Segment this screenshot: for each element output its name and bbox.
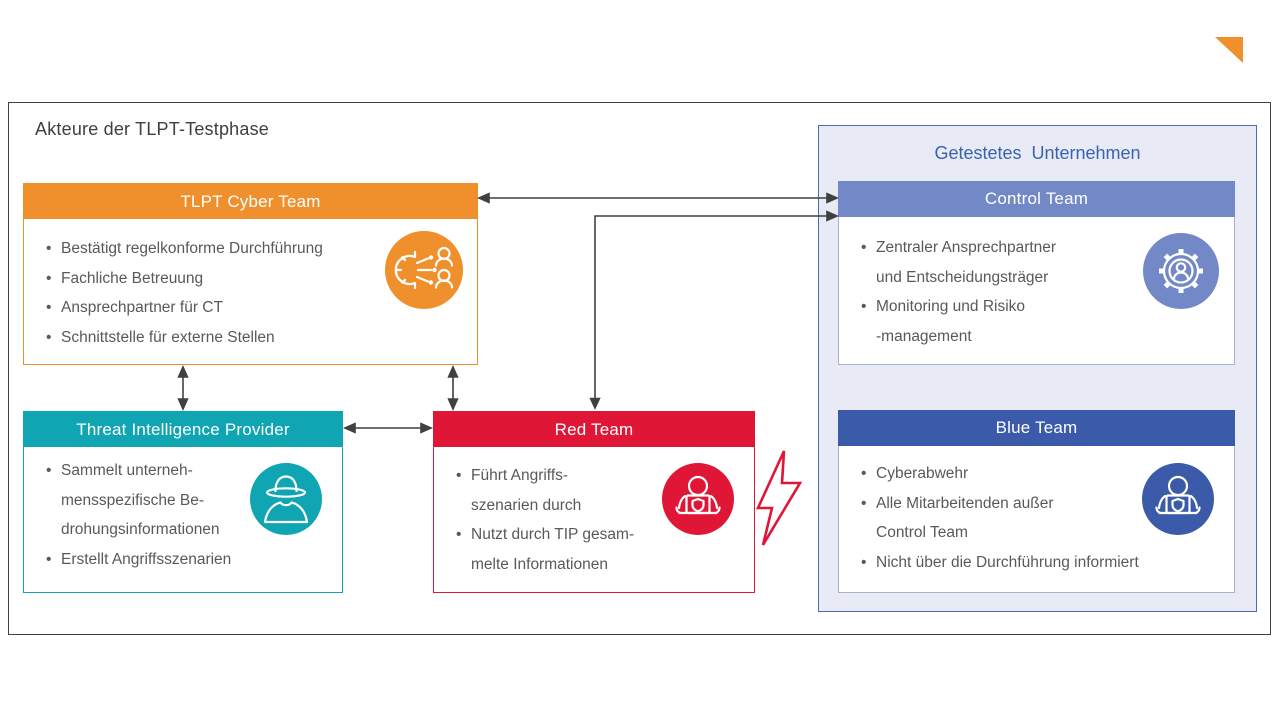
threat-intelligence-provider-body: Sammelt unterneh- mensspezifische Be- dr… bbox=[24, 447, 342, 574]
bullet-item: Alle Mitarbeitenden außer Control Team bbox=[859, 489, 1228, 548]
tlpt-cyber-team-header: TLPT Cyber Team bbox=[24, 184, 477, 219]
slide-title: Akteure der TLPT-Testphase bbox=[35, 119, 269, 139]
bullet-item: Erstellt Angriffsszenarien bbox=[44, 545, 336, 575]
control-team-bullets: Zentraler Ansprechpartner und Entscheidu… bbox=[839, 217, 1234, 351]
bullet-item: Sammelt unterneh- mensspezifische Be- dr… bbox=[44, 456, 336, 545]
blue-team-header: Blue Team bbox=[838, 410, 1235, 446]
orange-triangle-logo bbox=[1215, 37, 1243, 64]
control-team-header: Control Team bbox=[838, 181, 1235, 217]
bullet-item: Ansprechpartner für CT bbox=[44, 293, 471, 323]
blue-team-body: Cyberabwehr Alle Mitarbeitenden außer Co… bbox=[838, 446, 1235, 593]
red-team-header: Red Team bbox=[434, 412, 754, 447]
bullet-item: Monitoring und Risiko -management bbox=[859, 292, 1228, 351]
defender-laptop-shield-icon bbox=[1142, 463, 1214, 535]
bullet-item: Führt Angriffs- szenarien durch bbox=[454, 461, 748, 520]
blue-team-box: Blue Team Cyberabwehr Alle Mitarbeitende… bbox=[838, 410, 1235, 593]
red-team-body: Führt Angriffs- szenarien durch Nutzt du… bbox=[434, 447, 754, 579]
gear-person-icon bbox=[1143, 233, 1219, 309]
threat-intelligence-provider-bullets: Sammelt unterneh- mensspezifische Be- dr… bbox=[24, 447, 342, 574]
spy-hat-icon bbox=[250, 463, 322, 535]
bullet-item: Cyberabwehr bbox=[859, 459, 1228, 489]
threat-intelligence-provider-header: Threat Intelligence Provider bbox=[24, 412, 342, 447]
gear-network-people-icon bbox=[385, 231, 463, 309]
bullet-item: Fachliche Betreuung bbox=[44, 264, 471, 294]
tlpt-cyber-team-body: Bestätigt regelkonforme Durchführung Fac… bbox=[24, 219, 477, 352]
tested-company-title: Getestetes Unternehmen bbox=[934, 142, 1141, 163]
blue-team-bullets: Cyberabwehr Alle Mitarbeitenden außer Co… bbox=[839, 446, 1234, 577]
bullet-item: Nicht über die Durchführung informiert bbox=[859, 548, 1228, 578]
bullet-item: Zentraler Ansprechpartner und Entscheidu… bbox=[859, 233, 1228, 292]
bullet-item: Bestätigt regelkonforme Durchführung bbox=[44, 234, 471, 264]
tlpt-cyber-team-bullets: Bestätigt regelkonforme Durchführung Fac… bbox=[24, 219, 477, 352]
red-team-bullets: Führt Angriffs- szenarien durch Nutzt du… bbox=[434, 447, 754, 579]
bullet-item: Schnittstelle für externe Stellen bbox=[44, 323, 471, 353]
bullet-item: Nutzt durch TIP gesam- melte Information… bbox=[454, 520, 748, 579]
hacker-laptop-shield-icon bbox=[662, 463, 734, 535]
